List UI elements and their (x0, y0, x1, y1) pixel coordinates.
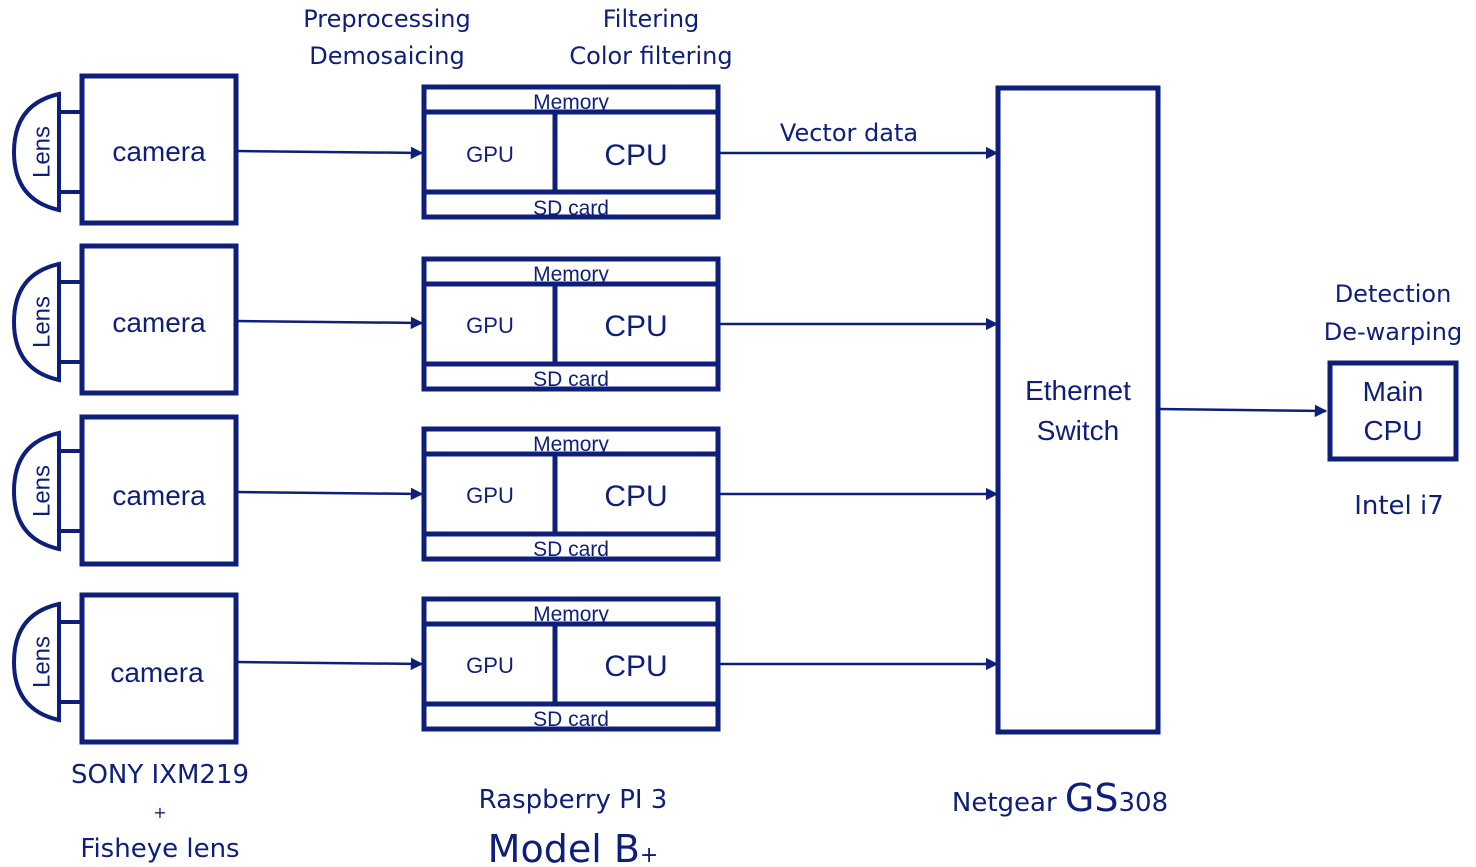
camera-row-4: Lens camera Memory GPU CPU SD card (11, 592, 999, 745)
camera-label: camera (112, 136, 206, 167)
cpu-label: CPU (604, 139, 667, 172)
sd-card-label: SD card (533, 197, 609, 220)
memory-label: Memory (533, 263, 609, 286)
switch-label-line1: Ethernet (1025, 375, 1131, 406)
preprocessing-label: Preprocessing (303, 5, 471, 33)
sd-card-label: SD card (533, 538, 609, 561)
ethernet-switch-box (995, 85, 1161, 735)
lens-mount (57, 110, 84, 194)
memory-label: Memory (533, 433, 609, 456)
camera-label: camera (112, 307, 206, 338)
camera-row-2: Lens camera Memory GPU CPU SD card (11, 243, 999, 396)
switch-caption: Netgear GS308 (952, 776, 1168, 820)
pi-model-caption: Model B+ (488, 827, 659, 867)
gpu-label: GPU (466, 142, 514, 167)
sensor-plus: + (153, 803, 166, 822)
lens-mount (57, 280, 84, 364)
sd-card-label: SD card (533, 368, 609, 391)
main-cpu-line2: CPU (1363, 415, 1422, 446)
gpu-label: GPU (466, 483, 514, 508)
cpu-label: CPU (604, 310, 667, 343)
camera-to-pi-arrow (235, 657, 424, 671)
pi-caption: Raspberry PI 3 (479, 785, 668, 815)
fisheye-caption: Fisheye lens (80, 834, 239, 864)
gpu-label: GPU (466, 653, 514, 678)
lens-icon (11, 261, 61, 383)
camera-box (79, 414, 239, 567)
cpu-label: CPU (604, 650, 667, 683)
sd-card-label: SD card (533, 708, 609, 731)
camera-to-pi-arrow (235, 316, 424, 330)
camera-label: camera (112, 480, 206, 511)
camera-box (79, 73, 239, 226)
lens-label: Lens (28, 636, 55, 688)
switch-label-line2: Switch (1037, 415, 1119, 446)
demosaicing-label: Demosaicing (309, 42, 465, 70)
lens-icon (11, 91, 61, 213)
camera-to-pi-arrow (235, 146, 424, 160)
detection-label: Detection (1335, 280, 1452, 308)
cpu-label: CPU (604, 480, 667, 513)
lens-label: Lens (28, 126, 55, 178)
lens-label: Lens (28, 296, 55, 348)
lens-mount (57, 449, 84, 533)
cpu-model-caption: Intel i7 (1354, 491, 1444, 521)
lens-label: Lens (28, 465, 55, 517)
filtering-label: Filtering (603, 5, 700, 33)
camera-to-pi-arrow (235, 487, 424, 501)
camera-box (79, 243, 239, 396)
main-cpu-line1: Main (1363, 376, 1424, 407)
gpu-label: GPU (466, 313, 514, 338)
lens-icon (11, 430, 61, 552)
vector-data-label: Vector data (780, 119, 918, 147)
lens-mount (57, 620, 84, 704)
color-filtering-label: Color filtering (569, 42, 732, 70)
camera-box (79, 592, 239, 745)
camera-row-3: Lens camera Memory GPU CPU SD card (11, 414, 999, 567)
lens-icon (11, 601, 61, 723)
memory-label: Memory (533, 603, 609, 626)
memory-label: Memory (533, 91, 609, 114)
switch-to-cpu-arrow (1157, 404, 1328, 418)
sensor-caption: SONY IXM219 (71, 760, 249, 790)
camera-row-1: Lens camera Memory GPU CPU SD card (11, 73, 999, 226)
dewarping-label: De-warping (1324, 318, 1462, 346)
main-cpu-box (1327, 360, 1459, 462)
camera-label: camera (110, 657, 204, 688)
